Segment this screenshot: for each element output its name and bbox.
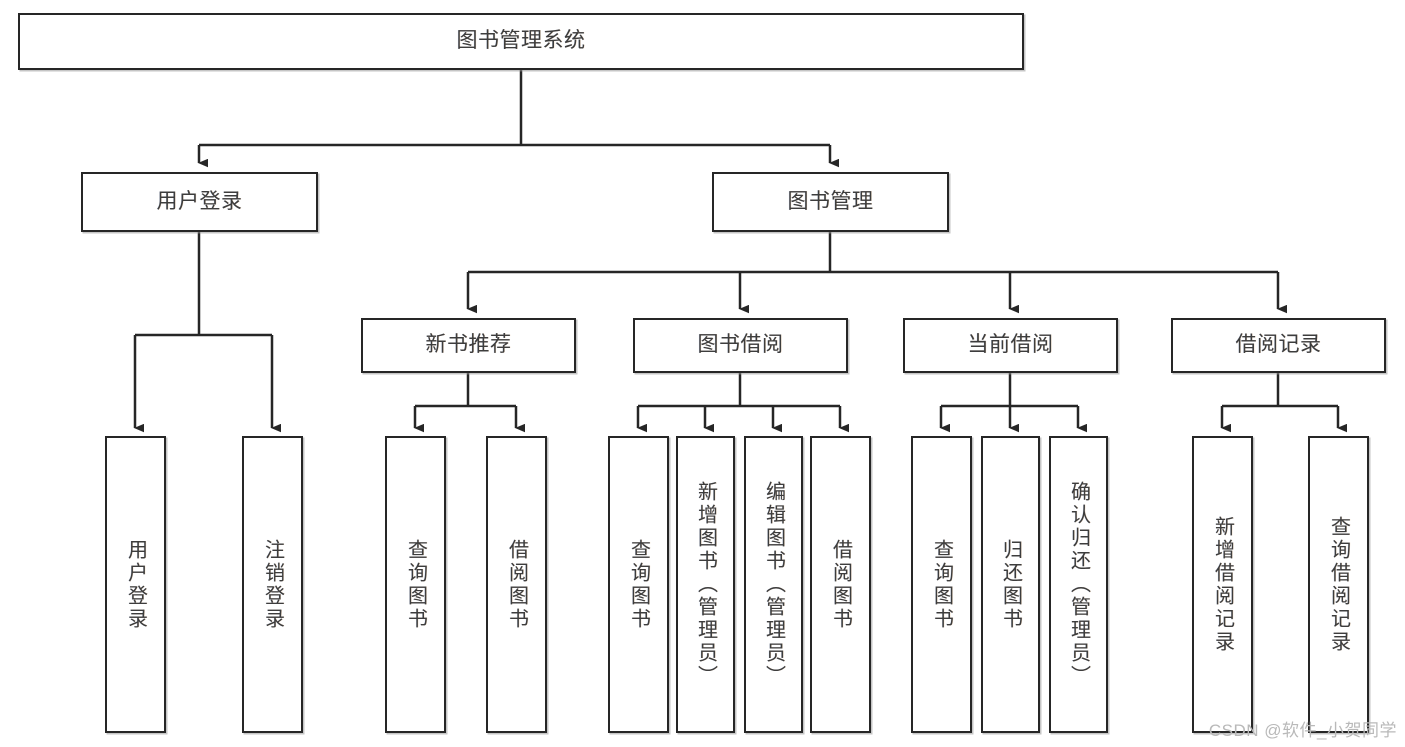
node-label: 查询图书 — [627, 538, 650, 631]
node-label: 借阅图书 — [829, 538, 852, 631]
node-label: 新书推荐 — [425, 333, 512, 357]
node-label: 编辑图书（管理员） — [762, 481, 785, 688]
node-leaf-logout[interactable]: 注销登录 — [242, 436, 303, 733]
node-label: 查询借阅记录 — [1327, 515, 1350, 654]
node-current-borrow[interactable]: 当前借阅 — [903, 318, 1118, 373]
node-leaf-add-book-admin[interactable]: 新增图书（管理员） — [676, 436, 735, 733]
node-label: 用户登录 — [124, 538, 147, 631]
node-leaf-borrow-book[interactable]: 借阅图书 — [810, 436, 871, 733]
node-leaf-return-book[interactable]: 归还图书 — [981, 436, 1040, 733]
node-label: 注销登录 — [261, 538, 284, 631]
node-label: 确认归还（管理员） — [1067, 481, 1090, 688]
node-user-login[interactable]: 用户登录 — [81, 172, 318, 232]
node-leaf-borrow-book-rec[interactable]: 借阅图书 — [486, 436, 547, 733]
node-borrow-record[interactable]: 借阅记录 — [1171, 318, 1386, 373]
node-label: 归还图书 — [999, 538, 1022, 631]
node-label: 新增图书（管理员） — [694, 481, 717, 688]
node-label: 查询图书 — [404, 538, 427, 631]
node-root-library-system[interactable]: 图书管理系统 — [18, 13, 1024, 70]
node-label: 图书管理系统 — [456, 29, 586, 53]
node-label: 当前借阅 — [967, 333, 1054, 357]
node-label: 借阅记录 — [1235, 333, 1322, 357]
node-label: 借阅图书 — [505, 538, 528, 631]
node-leaf-user-login[interactable]: 用户登录 — [105, 436, 166, 733]
node-label: 新增借阅记录 — [1211, 515, 1234, 654]
node-leaf-query-borrow-record[interactable]: 查询借阅记录 — [1308, 436, 1369, 733]
node-label: 查询图书 — [930, 538, 953, 631]
node-book-borrow[interactable]: 图书借阅 — [633, 318, 848, 373]
node-leaf-confirm-return-admin[interactable]: 确认归还（管理员） — [1049, 436, 1108, 733]
node-leaf-add-borrow-record[interactable]: 新增借阅记录 — [1192, 436, 1253, 733]
node-leaf-query-book-borrow[interactable]: 查询图书 — [608, 436, 669, 733]
node-leaf-query-book-current[interactable]: 查询图书 — [911, 436, 972, 733]
node-label: 图书管理 — [787, 189, 874, 213]
node-label: 图书借阅 — [697, 333, 784, 357]
node-book-management[interactable]: 图书管理 — [712, 172, 949, 232]
node-new-book-recommendation[interactable]: 新书推荐 — [361, 318, 576, 373]
node-leaf-edit-book-admin[interactable]: 编辑图书（管理员） — [744, 436, 803, 733]
node-leaf-query-book-rec[interactable]: 查询图书 — [385, 436, 446, 733]
node-label: 用户登录 — [156, 189, 243, 213]
